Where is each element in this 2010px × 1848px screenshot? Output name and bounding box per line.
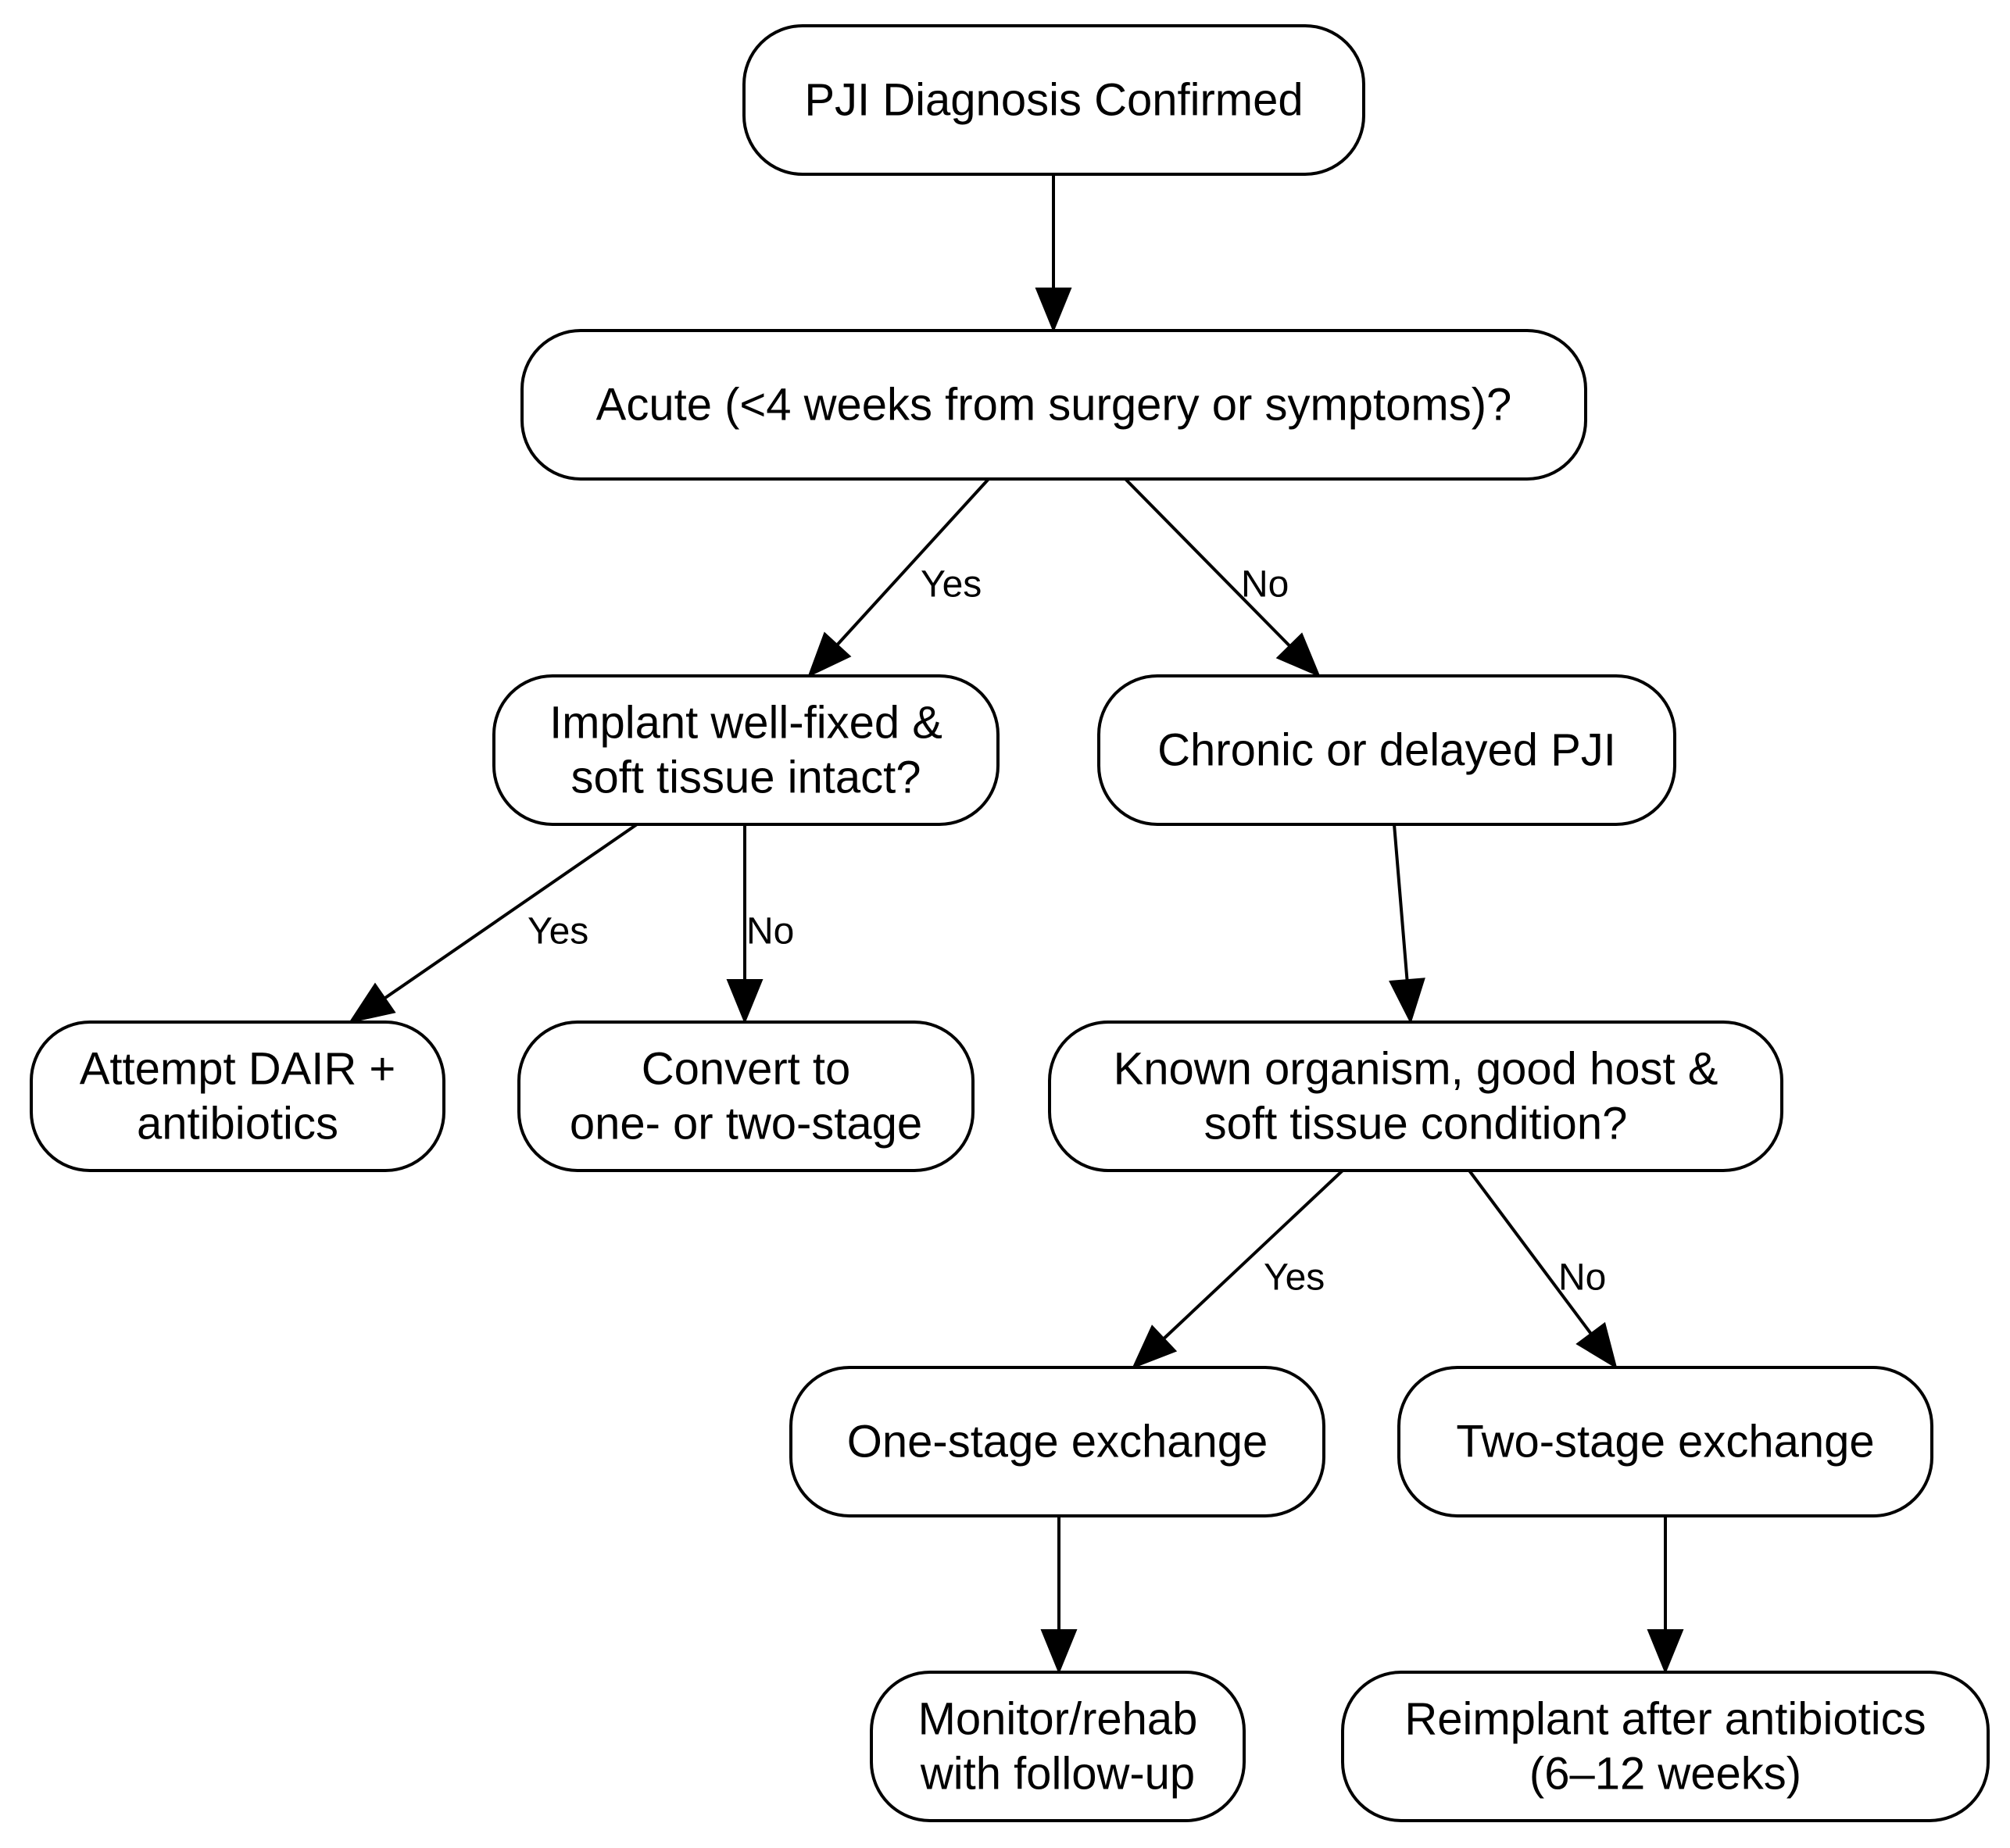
edge-acute-question-to-chronic [1124,477,1321,677]
node-acute-question: Acute (<4 weeks from surgery or symptoms… [520,329,1587,481]
node-box [30,1021,445,1172]
edge-label-no: No [1241,564,1289,606]
node-label-line: Reimplant after antibiotics [1404,1694,1926,1745]
node-dair: Attempt DAIR +antibiotics [30,1021,445,1172]
node-label-line: Implant well-fixed & [549,698,942,749]
arrowhead-icon [807,631,852,677]
edge-label-no: No [1558,1257,1606,1299]
node-one-stage: One-stage exchange [789,1366,1325,1517]
node-label-line: (6–12 weeks) [1529,1749,1801,1800]
edge-label-yes: Yes [528,911,588,953]
edge-implant-question-to-dair [348,823,638,1024]
edge-line [835,477,990,646]
node-box [520,329,1587,481]
edge-label-yes: Yes [921,564,982,606]
node-label-line: Convert to [642,1044,851,1095]
arrowhead-icon [1389,978,1425,1024]
arrowhead-icon [348,982,396,1024]
arrowhead-icon [1040,1629,1078,1675]
node-label-line: Acute (<4 weeks from surgery or symptoms… [596,380,1512,431]
node-box [742,24,1365,176]
arrowhead-icon [1132,1324,1178,1369]
edge-line [1468,1169,1593,1335]
node-label-line: One-stage exchange [847,1417,1268,1467]
node-box [517,1021,975,1172]
node-label-line: Known organism, good host & [1114,1044,1719,1095]
edge-line [1124,477,1291,647]
node-box [1048,1021,1783,1172]
edge-pji-confirmed-to-acute-question [1035,174,1072,333]
node-label-line: Chronic or delayed PJI [1157,725,1616,776]
node-label-line: soft tissue intact? [570,752,921,803]
edge-one-stage-to-monitor [1040,1516,1078,1675]
edge-line [384,823,638,999]
node-organism-question: Known organism, good host &soft tissue c… [1048,1021,1783,1172]
node-label-line: Two-stage exchange [1456,1417,1874,1467]
node-implant-question: Implant well-fixed &soft tissue intact? [492,674,1000,826]
edge-acute-question-to-implant-question [807,477,990,677]
edge-organism-question-to-one-stage [1132,1169,1344,1369]
arrowhead-icon [1647,1629,1684,1675]
node-box [1397,1366,1933,1517]
edge-chronic-to-organism-question [1389,824,1425,1024]
edge-implant-question-to-convert [726,824,764,1024]
arrowhead-icon [1275,632,1321,677]
node-label-line: antibiotics [137,1099,338,1149]
edge-line [1393,824,1409,981]
node-box [1097,674,1676,826]
node-two-stage: Two-stage exchange [1397,1366,1933,1517]
node-label-line: one- or two-stage [570,1099,922,1149]
arrowhead-icon [1035,288,1072,333]
node-box [870,1671,1246,1822]
arrowhead-icon [726,979,764,1024]
node-label-line: Monitor/rehab [918,1694,1198,1745]
edge-label-yes: Yes [1264,1257,1325,1299]
node-box [1341,1671,1990,1822]
node-reimplant: Reimplant after antibiotics(6–12 weeks) [1341,1671,1990,1822]
node-chronic: Chronic or delayed PJI [1097,674,1676,826]
edge-label-no: No [746,911,794,953]
node-box [492,674,1000,826]
node-label-line: Attempt DAIR + [80,1044,396,1095]
edge-line [1162,1169,1344,1340]
node-label-line: with follow-up [920,1749,1195,1800]
node-pji-confirmed: PJI Diagnosis Confirmed [742,24,1365,176]
edge-two-stage-to-reimplant [1647,1516,1684,1675]
node-box [789,1366,1325,1517]
edge-organism-question-to-two-stage [1468,1169,1618,1370]
node-label-line: PJI Diagnosis Confirmed [804,75,1303,126]
node-label-line: soft tissue condition? [1204,1099,1628,1149]
arrowhead-icon [1575,1321,1618,1370]
